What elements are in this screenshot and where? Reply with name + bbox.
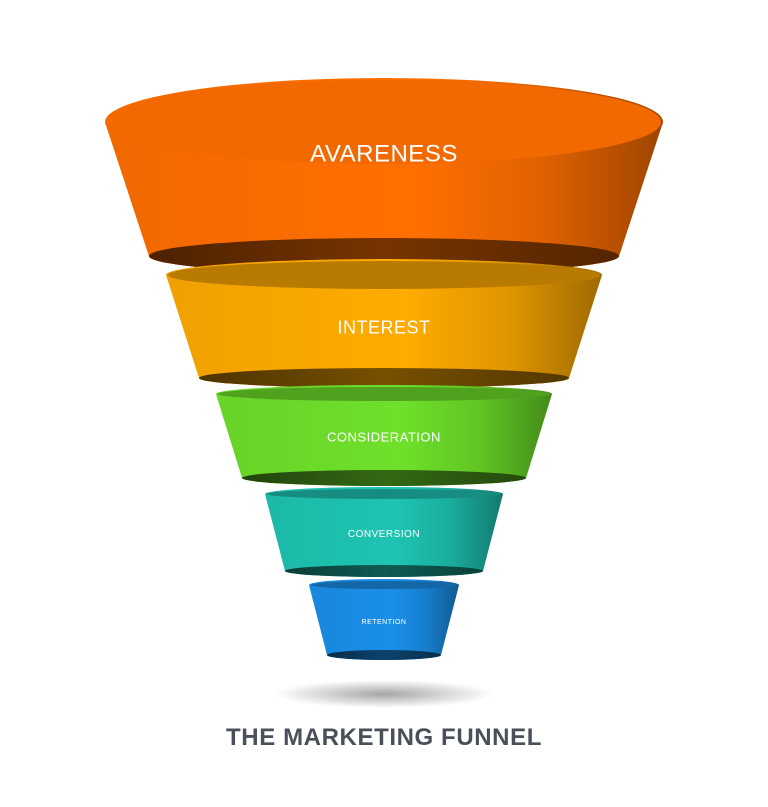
funnel-stage-shading [216, 385, 552, 486]
funnel-stage-rim [311, 581, 457, 589]
funnel-stage-shading [309, 579, 459, 660]
funnel-stage-label: INTEREST [337, 317, 430, 337]
funnel-stage-consideration: CONSIDERATION [216, 385, 552, 486]
funnel-stage-label: CONSIDERATION [327, 429, 441, 444]
funnel-stage-interest: INTEREST [166, 259, 602, 388]
funnel-stage-rim [168, 261, 600, 289]
funnel-stage-shading [166, 259, 602, 388]
funnel-stage-bottom-rim-shading [199, 368, 569, 388]
funnel-stage-front-shading [105, 122, 663, 274]
funnel-stage-bottom-rim-shading [327, 650, 441, 660]
funnel-stage-awareness: AVARENESS [105, 78, 663, 274]
funnel-floor-shadow [274, 680, 494, 708]
funnel-stage-label: AVARENESS [310, 140, 458, 167]
funnel-stage-shading [265, 487, 503, 577]
funnel-stage-label: CONVERSION [348, 529, 420, 540]
funnel-stage-rim [218, 387, 550, 401]
funnel-stage-bottom-rim-shading [285, 565, 483, 577]
funnel-stage-bottom-rim-shading [242, 470, 526, 486]
funnel-stage-retention: RETENTION [309, 579, 459, 660]
funnel-stage-conversion: CONVERSION [265, 487, 503, 577]
funnel-stage-rim [107, 80, 661, 164]
funnel-stage-label: RETENTION [362, 619, 407, 626]
diagram-title: THE MARKETING FUNNEL [226, 724, 542, 751]
funnel-stage-rim [267, 489, 501, 499]
